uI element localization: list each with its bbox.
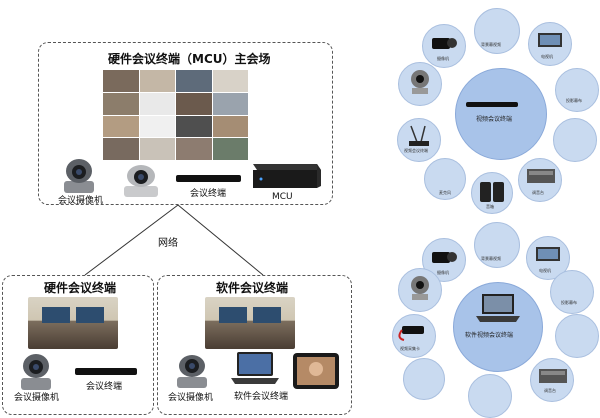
meeting-room-photo (205, 297, 295, 349)
tv-icon (538, 33, 562, 47)
conference-camera-icon (177, 355, 207, 388)
cluster-node-label: 视频采集卡 (400, 346, 420, 351)
cluster-node (474, 222, 520, 268)
cluster-node (468, 374, 512, 418)
cluster-node-label: 麦克风 (439, 190, 451, 195)
camera-icon (432, 38, 457, 49)
top-cluster-hub (455, 68, 547, 160)
tv-icon (536, 247, 560, 261)
cluster-node (555, 68, 599, 112)
conference-camera-icon (21, 354, 51, 390)
cluster-node (471, 172, 513, 214)
main-camera-label: 会议摄像机 (58, 196, 104, 206)
cluster-node (397, 118, 441, 162)
cluster-node-label: 音箱 (486, 204, 494, 209)
video-wall-mosaic (103, 70, 248, 160)
camera-icon (411, 276, 429, 300)
conference-camera-icon (64, 159, 94, 193)
hardware-terminal-label: 会议终端 (86, 382, 123, 392)
software-camera-label: 会议摄像机 (168, 393, 214, 403)
conference-terminal-device (176, 175, 241, 182)
laptop-icon (476, 294, 520, 322)
cluster-node-label: 背景幕视频 (481, 42, 501, 47)
top-hub-label: 视频会议终端 (476, 116, 513, 123)
tablet-icon (293, 353, 339, 389)
network-label: 网络 (158, 238, 178, 249)
camera-icon (432, 252, 457, 263)
mixer-icon (527, 169, 555, 183)
cluster-node (403, 358, 445, 400)
cluster-node (474, 8, 520, 54)
cluster-node-label: 摄像机 (437, 270, 449, 275)
bottom-hub-label: 软件视频会议终端 (465, 332, 514, 339)
hardware-branch-title: 硬件会议终端 (44, 281, 117, 295)
cluster-node (553, 118, 597, 162)
conference-terminal-device (75, 368, 137, 375)
main-venue-title: 硬件会议终端（MCU）主会场 (108, 52, 271, 66)
cluster-node-label: 电视机 (539, 268, 551, 273)
cluster-node-label: 电视机 (541, 54, 553, 59)
cluster-node-label: 投影幕布 (561, 300, 577, 305)
cluster-node-label: 调音台 (544, 388, 556, 393)
cluster-node-label: 调音台 (532, 190, 544, 195)
cluster-node-label: 视频会议终端 (404, 148, 428, 153)
network-links (84, 204, 264, 276)
microphone-icon (409, 125, 429, 146)
speaker-icon (480, 182, 504, 202)
camera-icon (411, 70, 429, 94)
mixer-icon (539, 369, 567, 383)
cluster-node (550, 270, 594, 314)
software-branch-title: 软件会议终端 (216, 281, 289, 295)
cluster-node (555, 314, 599, 358)
main-terminal-label: 会议终端 (190, 189, 227, 199)
cluster-node-label: 投影幕布 (566, 98, 582, 103)
capture-card-icon (398, 326, 424, 341)
main-venue-box (38, 42, 333, 205)
hub-terminal-device (466, 102, 518, 107)
cluster-node-label: 摄像机 (437, 56, 449, 61)
conference-camera-icon (124, 165, 158, 197)
cluster-node (424, 158, 466, 200)
software-terminal-label: 软件会议终端 (234, 392, 289, 402)
cluster-node-label: 背景幕视频 (481, 256, 501, 261)
meeting-room-photo (28, 297, 118, 349)
laptop-icon (231, 352, 279, 384)
mcu-device-icon (253, 164, 321, 188)
hardware-camera-label: 会议摄像机 (14, 393, 60, 403)
mcu-label: MCU (272, 192, 293, 202)
